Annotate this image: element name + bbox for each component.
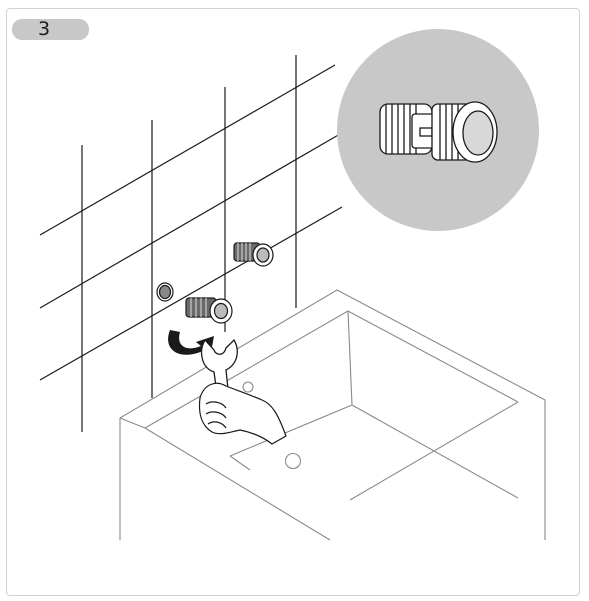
adapter-tightening: [185, 297, 233, 324]
step-number: 3: [38, 18, 51, 40]
wall-outlet-left: [156, 282, 174, 302]
step-badge: [12, 19, 89, 40]
illustration-frame: [6, 8, 580, 596]
wall-tile-grid: [39, 55, 343, 432]
bathtub: [119, 289, 546, 541]
adapter-installed: [233, 242, 274, 267]
hand-illustration: [198, 382, 287, 445]
threaded-adapter-icon: [379, 101, 498, 163]
